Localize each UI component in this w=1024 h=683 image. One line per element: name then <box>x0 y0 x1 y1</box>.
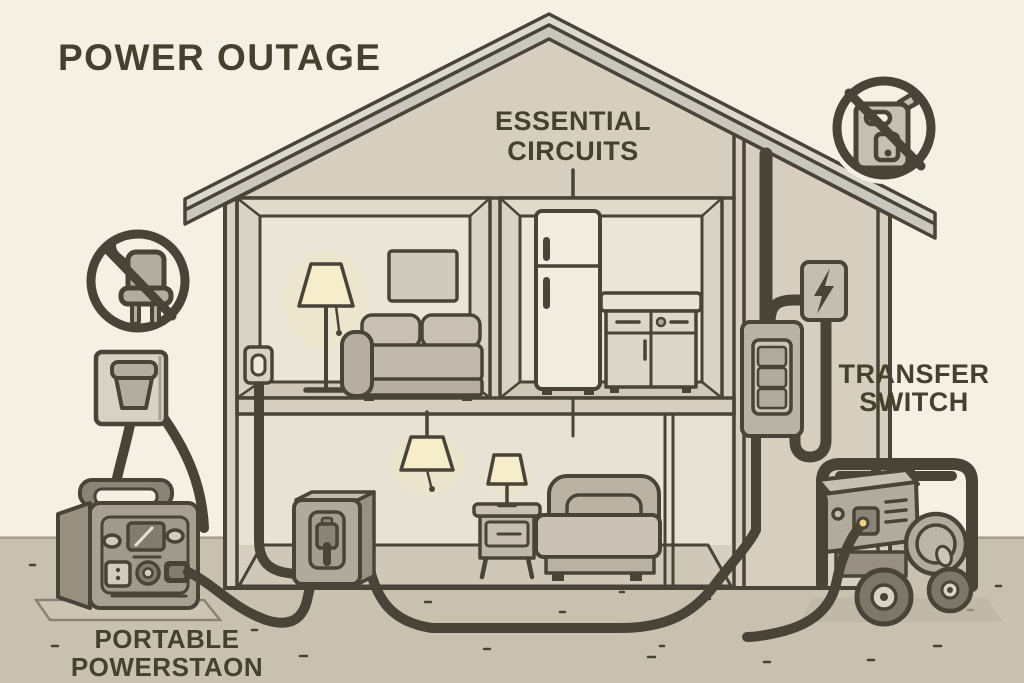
exterior-wall-outlet <box>93 349 209 533</box>
no-gas-can-icon <box>828 72 940 184</box>
roof-band-lower <box>183 23 937 240</box>
refrigerator <box>534 209 602 395</box>
floor-slab <box>235 396 736 416</box>
transfer-switch-label-line1: TRANSFER <box>839 359 990 389</box>
labels: POWER OUTAGE ESSENTIAL CIRCUITS TRANSFER… <box>58 37 990 682</box>
table-lamp <box>486 453 528 508</box>
lower-floor-furniture <box>389 410 662 581</box>
generator-wheel-front <box>854 567 914 627</box>
bed <box>534 474 662 581</box>
inserted-plug <box>110 360 158 410</box>
picture-frame <box>387 249 459 303</box>
essential-circuits-label-line1: ESSENTIAL <box>495 106 651 136</box>
pendant-lamp <box>399 410 455 492</box>
kitchen-furniture <box>534 209 703 438</box>
sofa <box>340 313 484 401</box>
interior-power-box <box>292 490 376 586</box>
page-title: POWER OUTAGE <box>58 37 382 78</box>
kitchen-cabinet <box>599 291 703 393</box>
ac-outlet <box>104 560 132 588</box>
transfer-switch-panel <box>740 320 804 438</box>
generator-wheel-rear <box>926 566 974 614</box>
transfer-switch-label-line2: SWITCH <box>859 387 968 417</box>
living-room-furniture <box>243 249 484 580</box>
essential-circuits-label-line2: CIRCUITS <box>507 136 639 166</box>
portable-power-station-label-line2: POWERSTAON <box>71 652 263 682</box>
no-plug-icon <box>86 229 190 333</box>
breaker-box <box>800 260 848 322</box>
interior-wall-outlet <box>243 345 305 580</box>
lightning-bolt-icon <box>814 268 834 314</box>
wall-lines <box>235 133 880 590</box>
floor-lamp <box>297 262 355 393</box>
generator <box>742 458 978 642</box>
portable-power-station <box>56 478 200 610</box>
portable-power-station-label-line1: PORTABLE <box>94 624 239 654</box>
utility-chase <box>363 147 848 633</box>
